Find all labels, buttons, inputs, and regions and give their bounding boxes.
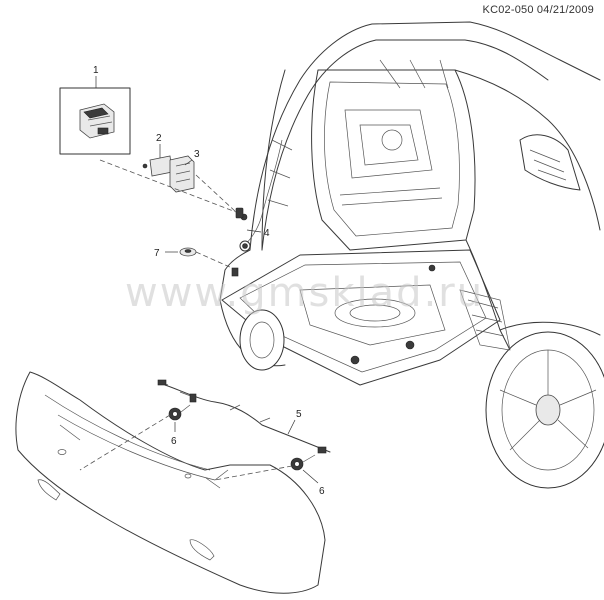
part-1-control-module [59, 76, 131, 155]
part-6-sensor-left [168, 404, 191, 432]
callout-6a: 6 [171, 436, 177, 447]
part-2-3-bracket [142, 144, 195, 193]
part-5-wiring-harness [157, 379, 331, 454]
callout-6b: 6 [319, 486, 325, 497]
callout-7: 7 [154, 248, 160, 259]
vehicle-body-rear [219, 21, 604, 489]
callout-1: 1 [93, 65, 99, 76]
callout-5: 5 [296, 409, 302, 420]
watermark: www.gmsklad.ru [125, 270, 484, 316]
alignment-lines [79, 159, 293, 481]
callout-3: 3 [194, 149, 200, 160]
rear-wheel [485, 331, 604, 489]
rear-bumper-fascia [15, 371, 326, 594]
part-7-clip [165, 247, 197, 257]
callout-4: 4 [264, 228, 270, 239]
document-id: KC02-050 04/21/2009 [482, 4, 594, 16]
callout-2: 2 [156, 133, 162, 144]
part-6-sensor-right [290, 454, 319, 484]
